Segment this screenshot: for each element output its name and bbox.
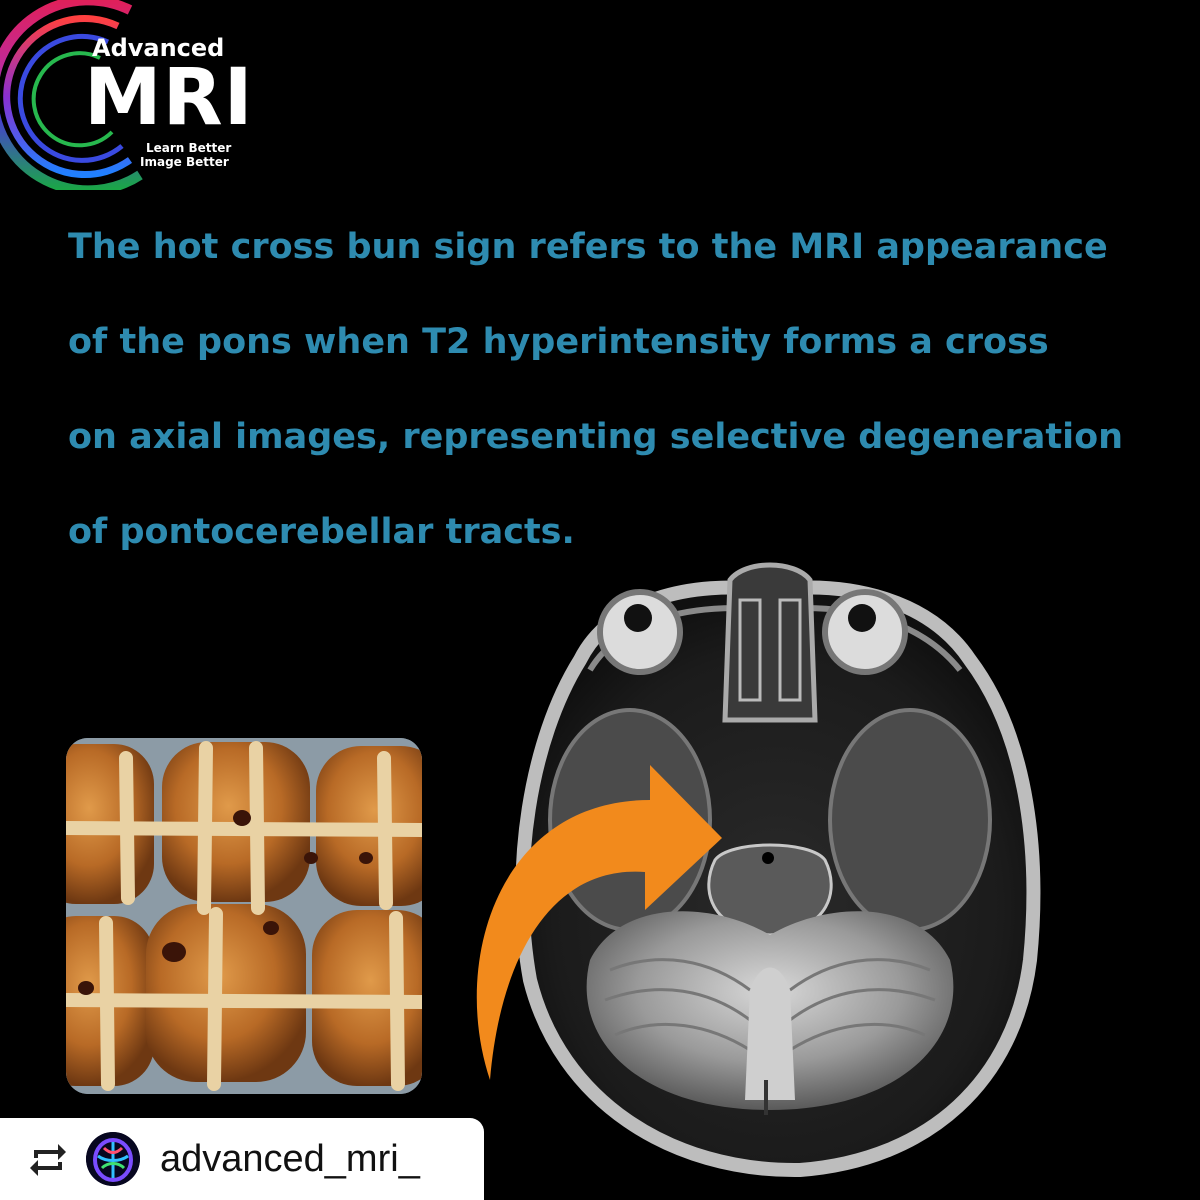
orange-curved-arrow-icon [476, 765, 722, 1080]
caption-line-1: The hot cross bun sign refers to the MRI… [68, 227, 1108, 267]
brain-avatar-icon [86, 1132, 140, 1186]
avatar[interactable] [86, 1132, 140, 1186]
caption-line-3: on axial images, representing selective … [68, 417, 1124, 457]
mri-axial-scan-image [515, 562, 1041, 1178]
repost-username[interactable]: advanced_mri_ [160, 1138, 420, 1180]
logo-arcs-icon [0, 0, 143, 190]
repost-icon[interactable] [26, 1140, 70, 1180]
logo-tagline-1: Learn Better [146, 141, 232, 155]
logo-text-advanced: Advanced [92, 34, 225, 62]
repost-bar[interactable]: advanced_mri_ [0, 1118, 484, 1200]
logo-text-mri: MRI [84, 53, 254, 143]
caption-text: The hot cross bun sign refers to the MRI… [68, 200, 1168, 580]
logo-tagline-2: Image Better [140, 155, 229, 169]
logo-tagline: Learn Better Image Better [140, 141, 231, 169]
caption-line-4: of pontocerebellar tracts. [68, 512, 575, 552]
advanced-mri-logo: Advanced MRI Learn Better Image Better [0, 0, 260, 190]
hot-cross-buns-photo [66, 738, 422, 1094]
caption-line-2: of the pons when T2 hyperintensity forms… [68, 322, 1049, 362]
